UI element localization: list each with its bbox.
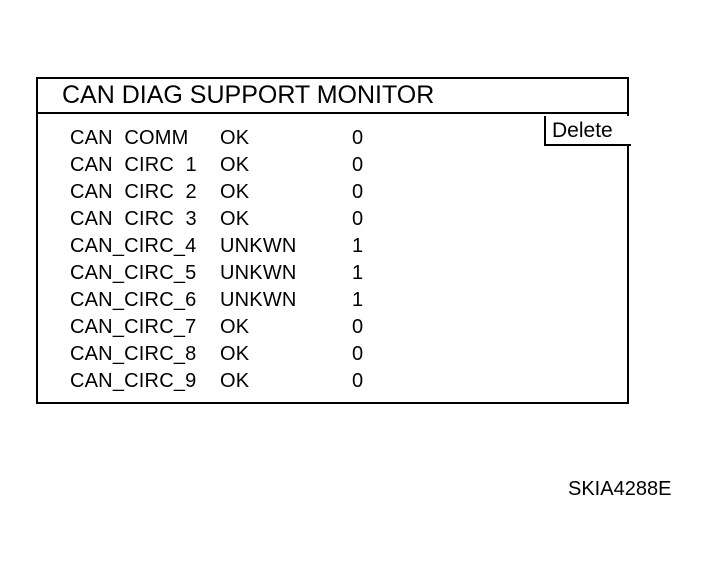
row-item-name: CAN_CIRC_5 <box>70 262 197 284</box>
row-item-name: CAN_CIRC_7 <box>70 316 197 338</box>
table-row[interactable]: CAN_CIRC_4 UNKWN 1 <box>38 233 627 260</box>
row-item-name: CAN COMM <box>70 127 189 149</box>
row-item-status: OK <box>220 181 250 203</box>
row-item-name: CAN_CIRC_4 <box>70 235 197 257</box>
row-item-count: 0 <box>352 127 364 149</box>
table-row[interactable]: CAN_CIRC_8 OK 0 <box>38 341 627 368</box>
row-item-status: UNKWN <box>220 289 297 311</box>
panel-title-bar: CAN DIAG SUPPORT MONITOR <box>38 79 627 114</box>
row-item-count: 1 <box>352 289 364 311</box>
figure-caption: SKIA4288E <box>568 478 672 500</box>
row-item-status: OK <box>220 127 250 149</box>
row-item-status: UNKWN <box>220 262 297 284</box>
row-item-status: OK <box>220 154 250 176</box>
row-item-count: 0 <box>352 316 364 338</box>
table-row[interactable]: CAN CIRC 3 OK 0 <box>38 206 627 233</box>
row-item-name: CAN_CIRC_9 <box>70 370 197 392</box>
table-row[interactable]: CAN_CIRC_9 OK 0 <box>38 368 627 395</box>
monitor-row-list: CAN COMM OK 0 CAN CIRC 1 OK 0 CAN CIRC 2… <box>38 114 627 402</box>
row-item-count: 0 <box>352 343 364 365</box>
page-title: CAN DIAG SUPPORT MONITOR <box>62 80 435 109</box>
row-item-count: 0 <box>352 181 364 203</box>
row-item-name: CAN CIRC 1 <box>70 154 197 176</box>
table-row[interactable]: CAN CIRC 2 OK 0 <box>38 179 627 206</box>
row-item-count: 1 <box>352 262 364 284</box>
delete-button-label: Delete <box>552 118 613 142</box>
delete-button[interactable]: Delete <box>544 116 631 146</box>
table-row[interactable]: CAN_CIRC_6 UNKWN 1 <box>38 287 627 314</box>
table-row[interactable]: CAN CIRC 1 OK 0 <box>38 152 627 179</box>
row-item-count: 0 <box>352 370 364 392</box>
table-row[interactable]: CAN_CIRC_7 OK 0 <box>38 314 627 341</box>
row-item-count: 1 <box>352 235 364 257</box>
row-item-status: OK <box>220 343 250 365</box>
can-diag-support-monitor-panel: CAN DIAG SUPPORT MONITOR Delete CAN COMM… <box>36 77 631 404</box>
row-item-count: 0 <box>352 208 364 230</box>
row-item-status: UNKWN <box>220 235 297 257</box>
row-item-name: CAN_CIRC_6 <box>70 289 197 311</box>
row-item-name: CAN CIRC 3 <box>70 208 197 230</box>
row-item-status: OK <box>220 316 250 338</box>
row-item-name: CAN CIRC 2 <box>70 181 197 203</box>
row-item-status: OK <box>220 370 250 392</box>
row-item-count: 0 <box>352 154 364 176</box>
row-item-name: CAN_CIRC_8 <box>70 343 197 365</box>
table-row[interactable]: CAN_CIRC_5 UNKWN 1 <box>38 260 627 287</box>
table-row[interactable]: CAN COMM OK 0 <box>38 125 627 152</box>
row-item-status: OK <box>220 208 250 230</box>
